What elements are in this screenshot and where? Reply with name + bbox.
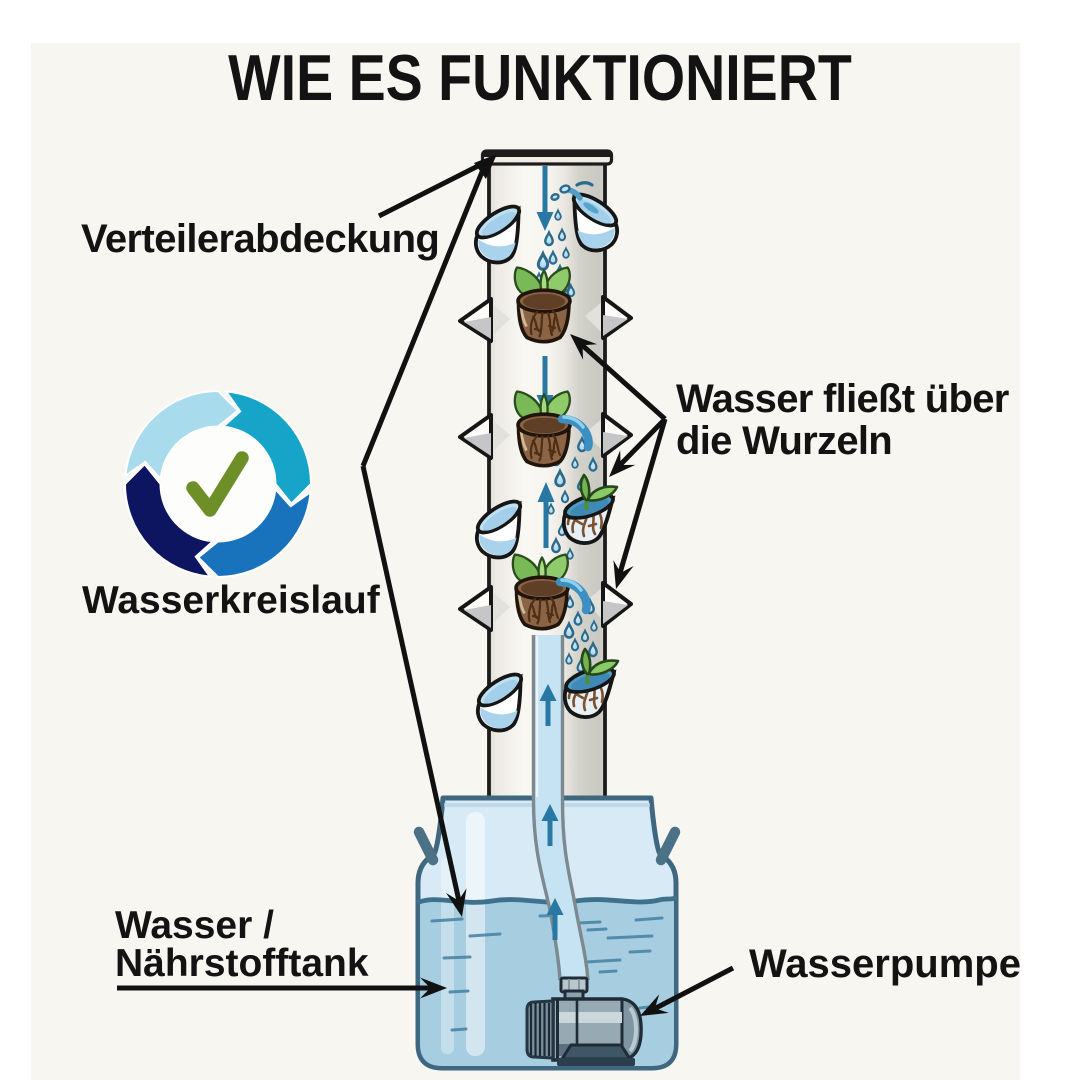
svg-text:Wasserkreislauf: Wasserkreislauf bbox=[82, 579, 381, 622]
svg-text:Wasser fließt über: Wasser fließt über bbox=[676, 377, 1009, 421]
svg-text:Verteilerabdeckung: Verteilerabdeckung bbox=[81, 217, 439, 261]
svg-text:WIE ES FUNKTIONIERT: WIE ES FUNKTIONIERT bbox=[228, 41, 852, 114]
svg-text:Wasser /: Wasser / bbox=[115, 904, 274, 947]
svg-text:Wasserpumpe: Wasserpumpe bbox=[749, 942, 1021, 986]
svg-text:Nährstofftank: Nährstofftank bbox=[115, 942, 369, 985]
svg-text:die Wurzeln: die Wurzeln bbox=[676, 419, 892, 463]
